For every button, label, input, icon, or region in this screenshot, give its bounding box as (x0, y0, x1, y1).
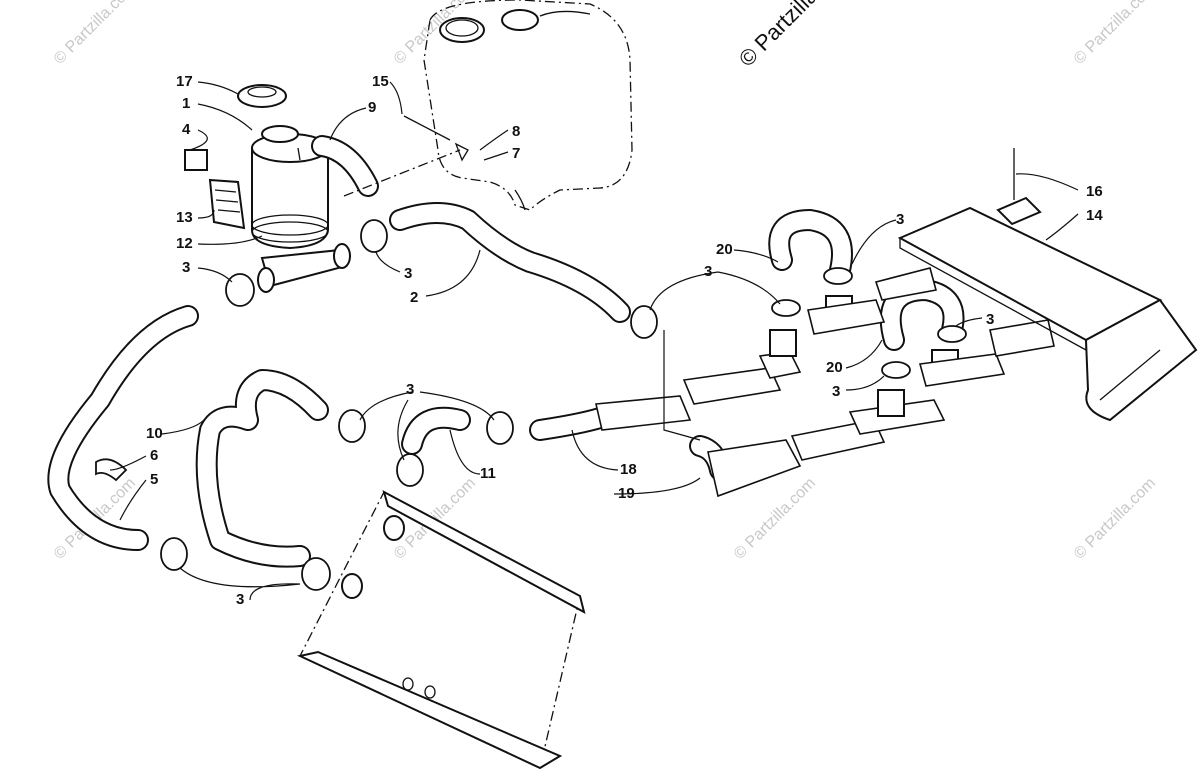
copyright-text: © Partzilla.com (734, 0, 857, 72)
callout-4: 4 (182, 121, 191, 138)
warning-decal (208, 178, 246, 230)
callout-10: 10 (146, 425, 163, 442)
callout-3: 3 (986, 311, 994, 328)
callout-3: 3 (704, 263, 712, 280)
callout-7: 7 (512, 145, 520, 162)
callout-3: 3 (406, 381, 414, 398)
callout-labels: 17 1 4 13 12 3 15 9 8 7 3 2 10 6 5 3 11 … (146, 73, 1103, 608)
hose-2 (389, 202, 631, 323)
callout-13: 13 (176, 209, 193, 226)
heat-exchanger-19 (707, 399, 946, 498)
watermark: © Partzilla.com (731, 475, 819, 563)
callout-3: 3 (832, 383, 840, 400)
callout-1: 1 (182, 95, 190, 112)
callout-3: 3 (182, 259, 190, 276)
callout-11: 11 (480, 465, 496, 482)
callout-20: 20 (826, 359, 843, 376)
leader-lines (109, 81, 1079, 601)
callout-17: 17 (176, 73, 193, 90)
watermark: © Partzilla.com (1071, 0, 1159, 68)
callout-16: 16 (1086, 183, 1103, 200)
callout-6: 6 (150, 447, 158, 464)
radiator-panel (296, 490, 586, 770)
coolant-bottle (237, 84, 351, 293)
watermark: © Partzilla.com (1071, 475, 1159, 563)
callout-14: 14 (1086, 207, 1103, 224)
hose-clamps (95, 219, 967, 591)
callout-2: 2 (410, 289, 418, 306)
rivet-16 (996, 196, 1042, 226)
watermark: © Partzilla.com (51, 0, 139, 68)
fittings (769, 267, 1055, 417)
callout-12: 12 (176, 235, 193, 252)
callout-15: 15 (372, 73, 389, 90)
coolant-tank (423, 0, 633, 211)
callout-18: 18 (620, 461, 637, 478)
callout-3: 3 (896, 211, 904, 228)
screw (403, 115, 451, 141)
callout-3: 3 (404, 265, 412, 282)
callout-8: 8 (512, 123, 520, 140)
callout-3: 3 (236, 591, 244, 608)
label-decal (184, 149, 208, 171)
heat-exchanger-18 (595, 351, 802, 431)
callout-19: 19 (618, 485, 635, 502)
callout-5: 5 (150, 471, 158, 488)
skid-plate-14 (897, 206, 1198, 422)
callout-20: 20 (716, 241, 733, 258)
callout-9: 9 (368, 99, 376, 116)
